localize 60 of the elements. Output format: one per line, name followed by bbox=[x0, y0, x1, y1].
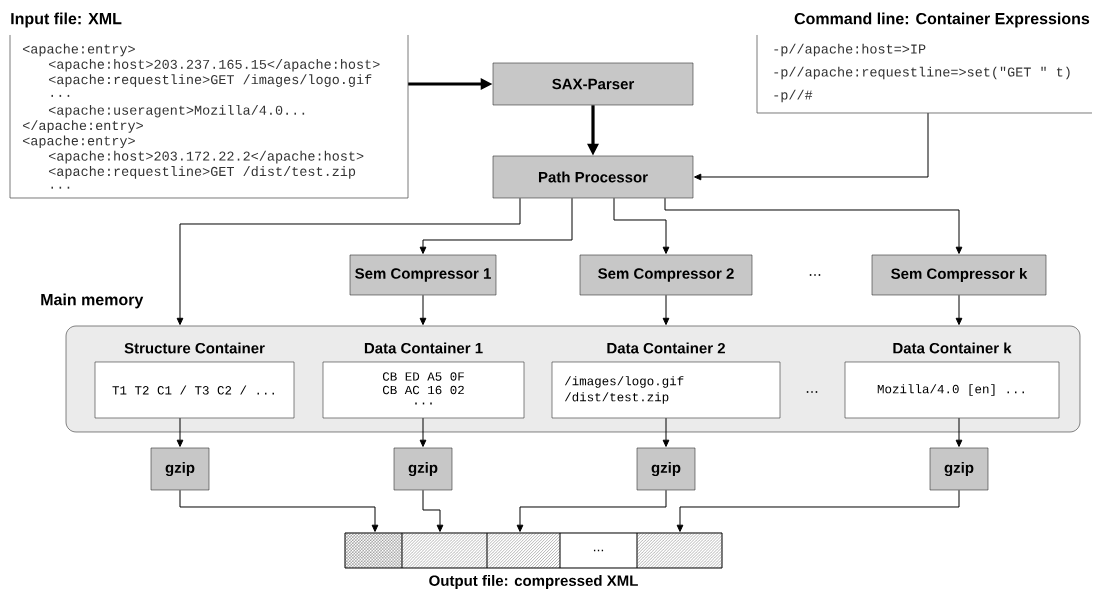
arrow bbox=[419, 197, 573, 254]
process-box: SAX-Parser bbox=[492, 62, 694, 106]
panel-heading: Input file: XML bbox=[11, 12, 122, 28]
arrow bbox=[422, 489, 444, 532]
arrow bbox=[955, 417, 963, 447]
arrow bbox=[613, 197, 670, 254]
data-line: ... bbox=[415, 402, 432, 405]
process-box: gzip bbox=[929, 447, 989, 491]
arrow bbox=[419, 294, 427, 326]
code-line: <apache:requestline>GET /dist/test.zip bbox=[48, 166, 356, 179]
panel-heading: Command line: Container Expressions bbox=[794, 12, 1090, 28]
process-box: gzip bbox=[150, 447, 210, 491]
arrow bbox=[664, 197, 963, 254]
file-segment bbox=[636, 532, 723, 569]
container-title: Structure Container bbox=[124, 342, 265, 354]
file-segment: ... bbox=[559, 532, 638, 569]
code-line: <apache:useragent>Mozilla/4.0... bbox=[48, 104, 305, 118]
container-title: Data Container 1 bbox=[364, 342, 483, 354]
process-box: gzip bbox=[636, 447, 696, 491]
bar-caption: Output file: compressed XML bbox=[429, 575, 638, 589]
arrow bbox=[419, 417, 427, 447]
data-line: /images/logo.gif bbox=[564, 376, 684, 388]
data-line: T1 T2 C1 / T3 C2 / ... bbox=[112, 385, 274, 395]
code-line: <apache:host>203.237.165.15</apache:host> bbox=[48, 59, 380, 72]
data-line: Mozilla/4.0 [en] ... bbox=[877, 384, 1024, 396]
arrow bbox=[676, 489, 960, 532]
file-segment bbox=[401, 532, 488, 569]
process-box: Sem Compressor 2 bbox=[579, 254, 753, 296]
code-line: ... bbox=[51, 186, 70, 189]
code-line: -p//apache:requestline=>set("GET " t) bbox=[774, 66, 1070, 80]
container-title: Data Container k bbox=[893, 342, 1012, 354]
process-box: Sem Compressor k bbox=[871, 254, 1047, 296]
ellipsis-label: ... bbox=[806, 391, 818, 393]
code-line: ... bbox=[51, 94, 70, 97]
process-box: Path Processor bbox=[492, 155, 694, 199]
arrow bbox=[955, 294, 963, 326]
ellipsis-label: ... bbox=[809, 274, 821, 276]
code-line: -p//# bbox=[774, 89, 813, 103]
arrow bbox=[662, 417, 670, 447]
code-line: <apache:entry> bbox=[22, 43, 135, 57]
file-segment bbox=[344, 532, 403, 569]
arrow bbox=[176, 417, 184, 447]
data-line: CB ED A5 0F bbox=[382, 372, 464, 381]
data-line: /dist/test.zip bbox=[564, 392, 669, 404]
code-line: <apache:requestline>GET /images/logo.gif bbox=[48, 74, 372, 87]
arrow bbox=[516, 489, 667, 532]
arrow bbox=[694, 112, 929, 181]
arrow bbox=[662, 294, 670, 326]
code-line: <apache:entry> bbox=[22, 135, 135, 149]
arrow bbox=[179, 489, 379, 532]
process-box: gzip bbox=[393, 447, 453, 491]
data-line: CB AC 16 02 bbox=[382, 385, 464, 395]
container-title: Data Container 2 bbox=[607, 342, 725, 354]
file-segment bbox=[486, 532, 561, 569]
code-line: <apache:host>203.172.22.2</apache:host> bbox=[48, 150, 364, 164]
code-line: -p//apache:host=>IP bbox=[774, 43, 926, 57]
band-heading: Main memory bbox=[41, 293, 144, 309]
code-line: </apache:entry> bbox=[22, 120, 143, 133]
arrow bbox=[176, 197, 521, 326]
process-box: Sem Compressor 1 bbox=[349, 254, 497, 296]
